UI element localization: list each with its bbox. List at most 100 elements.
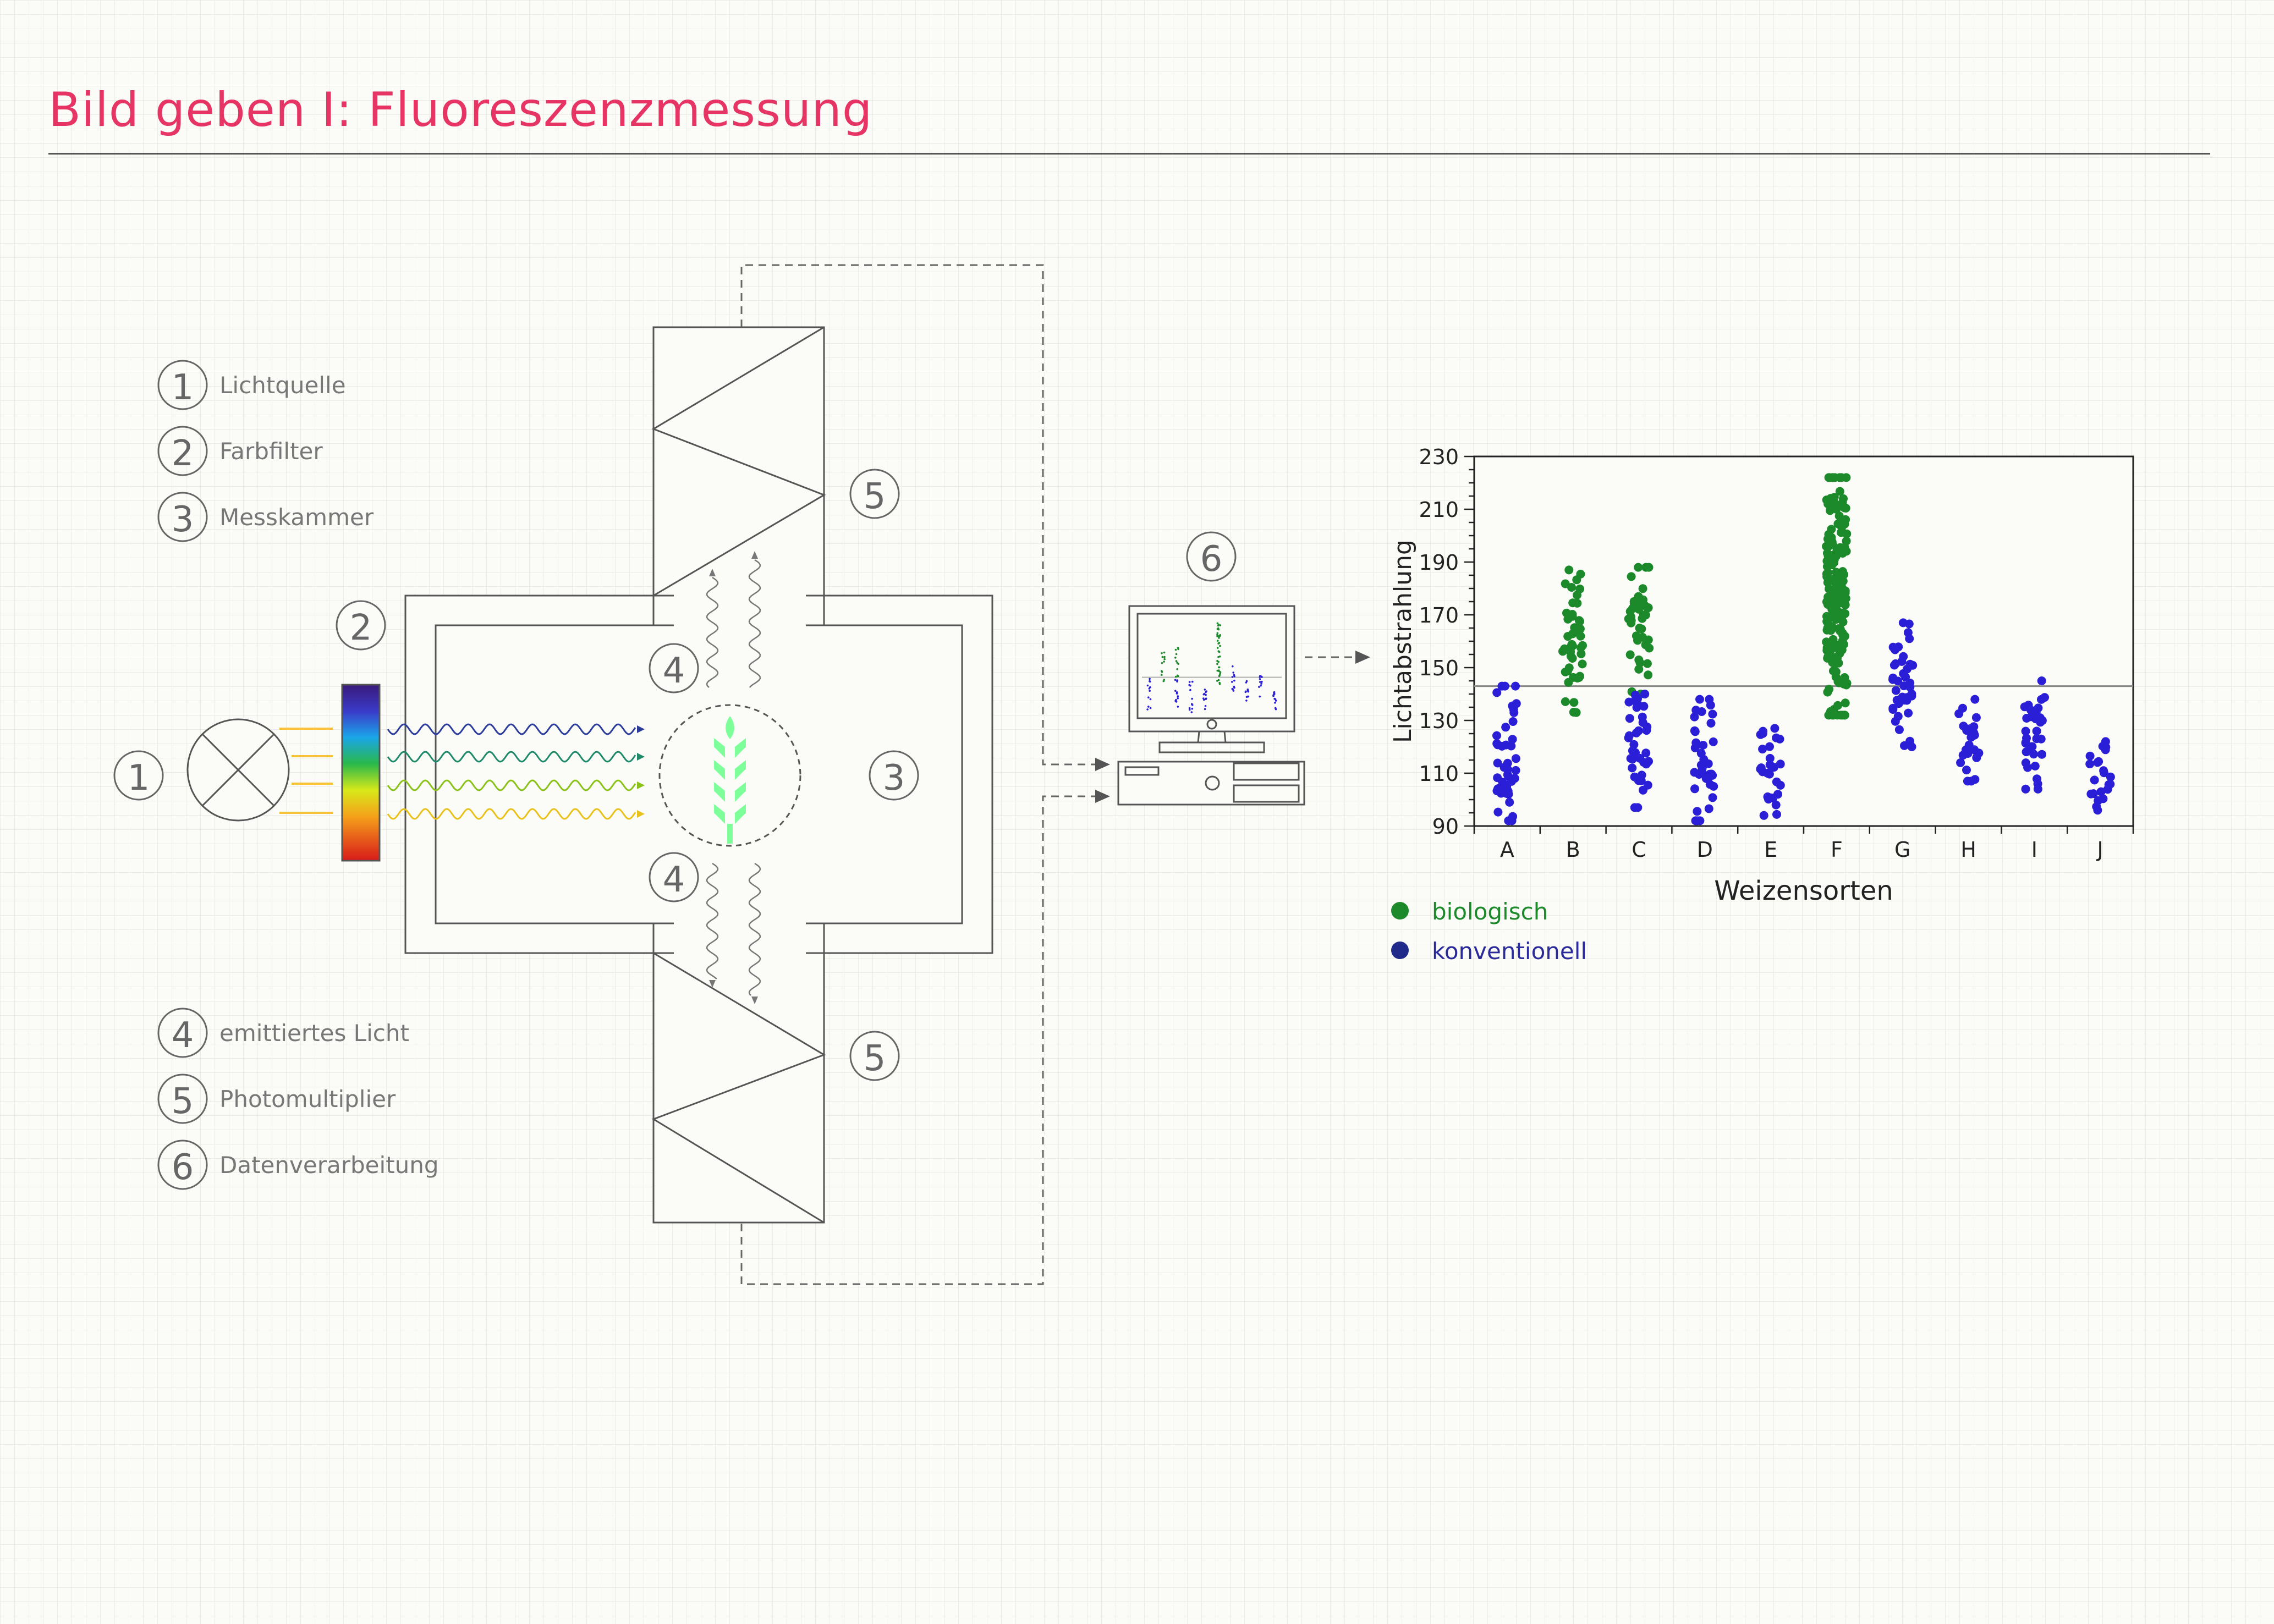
mini-data-point — [1218, 674, 1221, 676]
data-point-konventionell — [1776, 759, 1785, 769]
data-point-biologisch — [1624, 614, 1633, 624]
data-point-konventionell — [1775, 734, 1784, 744]
mini-data-point — [1175, 660, 1178, 662]
data-point-konventionell — [2099, 794, 2108, 803]
data-point-konventionell — [1705, 780, 1715, 789]
data-point-biologisch — [1568, 598, 1578, 608]
mini-data-point — [1219, 672, 1222, 674]
data-point-konventionell — [1508, 735, 1517, 744]
data-point-konventionell — [2031, 714, 2040, 724]
mini-data-point — [1191, 704, 1194, 706]
data-point-konventionell — [1893, 712, 1903, 721]
excitation-waves — [387, 723, 645, 820]
data-point-konventionell — [1904, 708, 1913, 718]
legend-label: Photomultiplier — [219, 1086, 396, 1113]
data-point-konventionell — [1891, 686, 1901, 695]
mini-data-point — [1175, 698, 1177, 701]
diagram-markers: 1 2 3 4 4 5 5 6 — [113, 469, 1237, 1081]
data-point-biologisch — [1824, 614, 1833, 624]
data-point-biologisch — [1831, 659, 1840, 668]
data-point-biologisch — [1838, 549, 1847, 558]
data-point-biologisch — [1573, 674, 1582, 682]
data-point-biologisch — [1840, 673, 1849, 682]
wave-arrowhead — [751, 997, 758, 1004]
data-point-biologisch — [1837, 576, 1847, 586]
mini-data-point — [1218, 682, 1221, 685]
data-point-biologisch — [1558, 647, 1567, 656]
data-point-konventionell — [1759, 811, 1768, 820]
mini-data-point — [1216, 622, 1219, 625]
mini-data-point — [1232, 690, 1235, 692]
data-point-konventionell — [2036, 734, 2046, 744]
marker-4-bottom: 4 — [649, 852, 699, 902]
data-point-konventionell — [1704, 804, 1713, 813]
mini-data-point — [1205, 697, 1207, 700]
mini-data-point — [1163, 660, 1165, 663]
data-point-biologisch — [1826, 626, 1836, 635]
title-divider — [48, 153, 2210, 155]
y-tick-label: 210 — [1419, 498, 1459, 522]
lamp-rays — [279, 728, 333, 814]
excitation-wave — [387, 779, 636, 791]
data-point-biologisch — [1830, 705, 1838, 714]
data-point-biologisch — [1827, 576, 1837, 585]
data-point-konventionell — [2021, 758, 2030, 768]
y-tick-label: 230 — [1419, 445, 1459, 469]
data-point-konventionell — [1639, 785, 1647, 795]
mini-data-point — [1174, 648, 1177, 651]
legend-label-biologisch: biologisch — [1432, 898, 1548, 925]
data-point-biologisch — [1641, 563, 1651, 572]
mini-data-point — [1147, 696, 1150, 698]
legend-item-lichtquelle: 1 Lichtquelle — [157, 360, 346, 410]
data-point-konventionell — [2086, 789, 2096, 799]
y-tick-label: 170 — [1419, 603, 1459, 627]
data-point-biologisch — [1823, 687, 1832, 697]
data-point-konventionell — [1511, 766, 1520, 775]
svg-text:2: 2 — [350, 608, 372, 648]
y-tick-label: 190 — [1419, 550, 1459, 575]
data-point-konventionell — [1642, 726, 1651, 735]
data-point-konventionell — [1698, 762, 1707, 772]
excitation-wave — [387, 723, 636, 735]
legend-bottom: 4 emittiertes Licht 5 Photomultiplier 6 … — [157, 1008, 439, 1190]
data-point-konventionell — [1629, 740, 1639, 749]
x-tick-label: B — [1566, 838, 1580, 862]
legend-item-datenverarbeitung: 6 Datenverarbeitung — [157, 1139, 439, 1190]
mini-data-point — [1191, 697, 1193, 700]
legend-label: Lichtquelle — [219, 372, 346, 399]
mini-data-point — [1147, 706, 1150, 708]
mini-data-point — [1149, 707, 1152, 709]
data-point-konventionell — [1693, 807, 1702, 816]
mini-data-point — [1232, 671, 1234, 674]
legend-label: Datenverarbeitung — [219, 1152, 439, 1179]
x-tick-label: D — [1697, 838, 1713, 862]
mini-data-point — [1203, 698, 1205, 701]
data-point-biologisch — [1638, 632, 1647, 642]
x-tick-label: A — [1500, 838, 1514, 862]
wave-arrowhead — [709, 569, 716, 576]
monitor-screen — [1136, 613, 1287, 719]
legend-top: 1 Lichtquelle 2 Farbfilter 3 Messkammer — [157, 360, 374, 542]
x-tick-label: I — [2031, 838, 2037, 862]
data-point-konventionell — [2030, 762, 2040, 770]
data-point-konventionell — [1690, 712, 1699, 722]
data-point-konventionell — [1633, 694, 1642, 703]
data-point-biologisch — [1644, 603, 1653, 612]
data-point-konventionell — [1772, 777, 1781, 786]
data-point-biologisch — [1567, 640, 1577, 649]
data-point-biologisch — [1574, 616, 1584, 625]
data-point-konventionell — [1904, 619, 1914, 629]
wave-arrowhead — [709, 980, 716, 988]
data-point-konventionell — [1508, 717, 1518, 726]
data-point-konventionell — [1773, 790, 1782, 799]
data-point-konventionell — [1708, 793, 1717, 802]
data-point-konventionell — [2037, 750, 2046, 759]
mini-data-point — [1273, 691, 1276, 693]
mini-data-point — [1191, 680, 1194, 683]
mini-data-point — [1231, 676, 1234, 678]
data-point-konventionell — [2092, 802, 2101, 811]
data-point-konventionell — [1892, 696, 1902, 705]
data-point-konventionell — [1690, 743, 1700, 752]
data-point-konventionell — [1969, 728, 1979, 737]
